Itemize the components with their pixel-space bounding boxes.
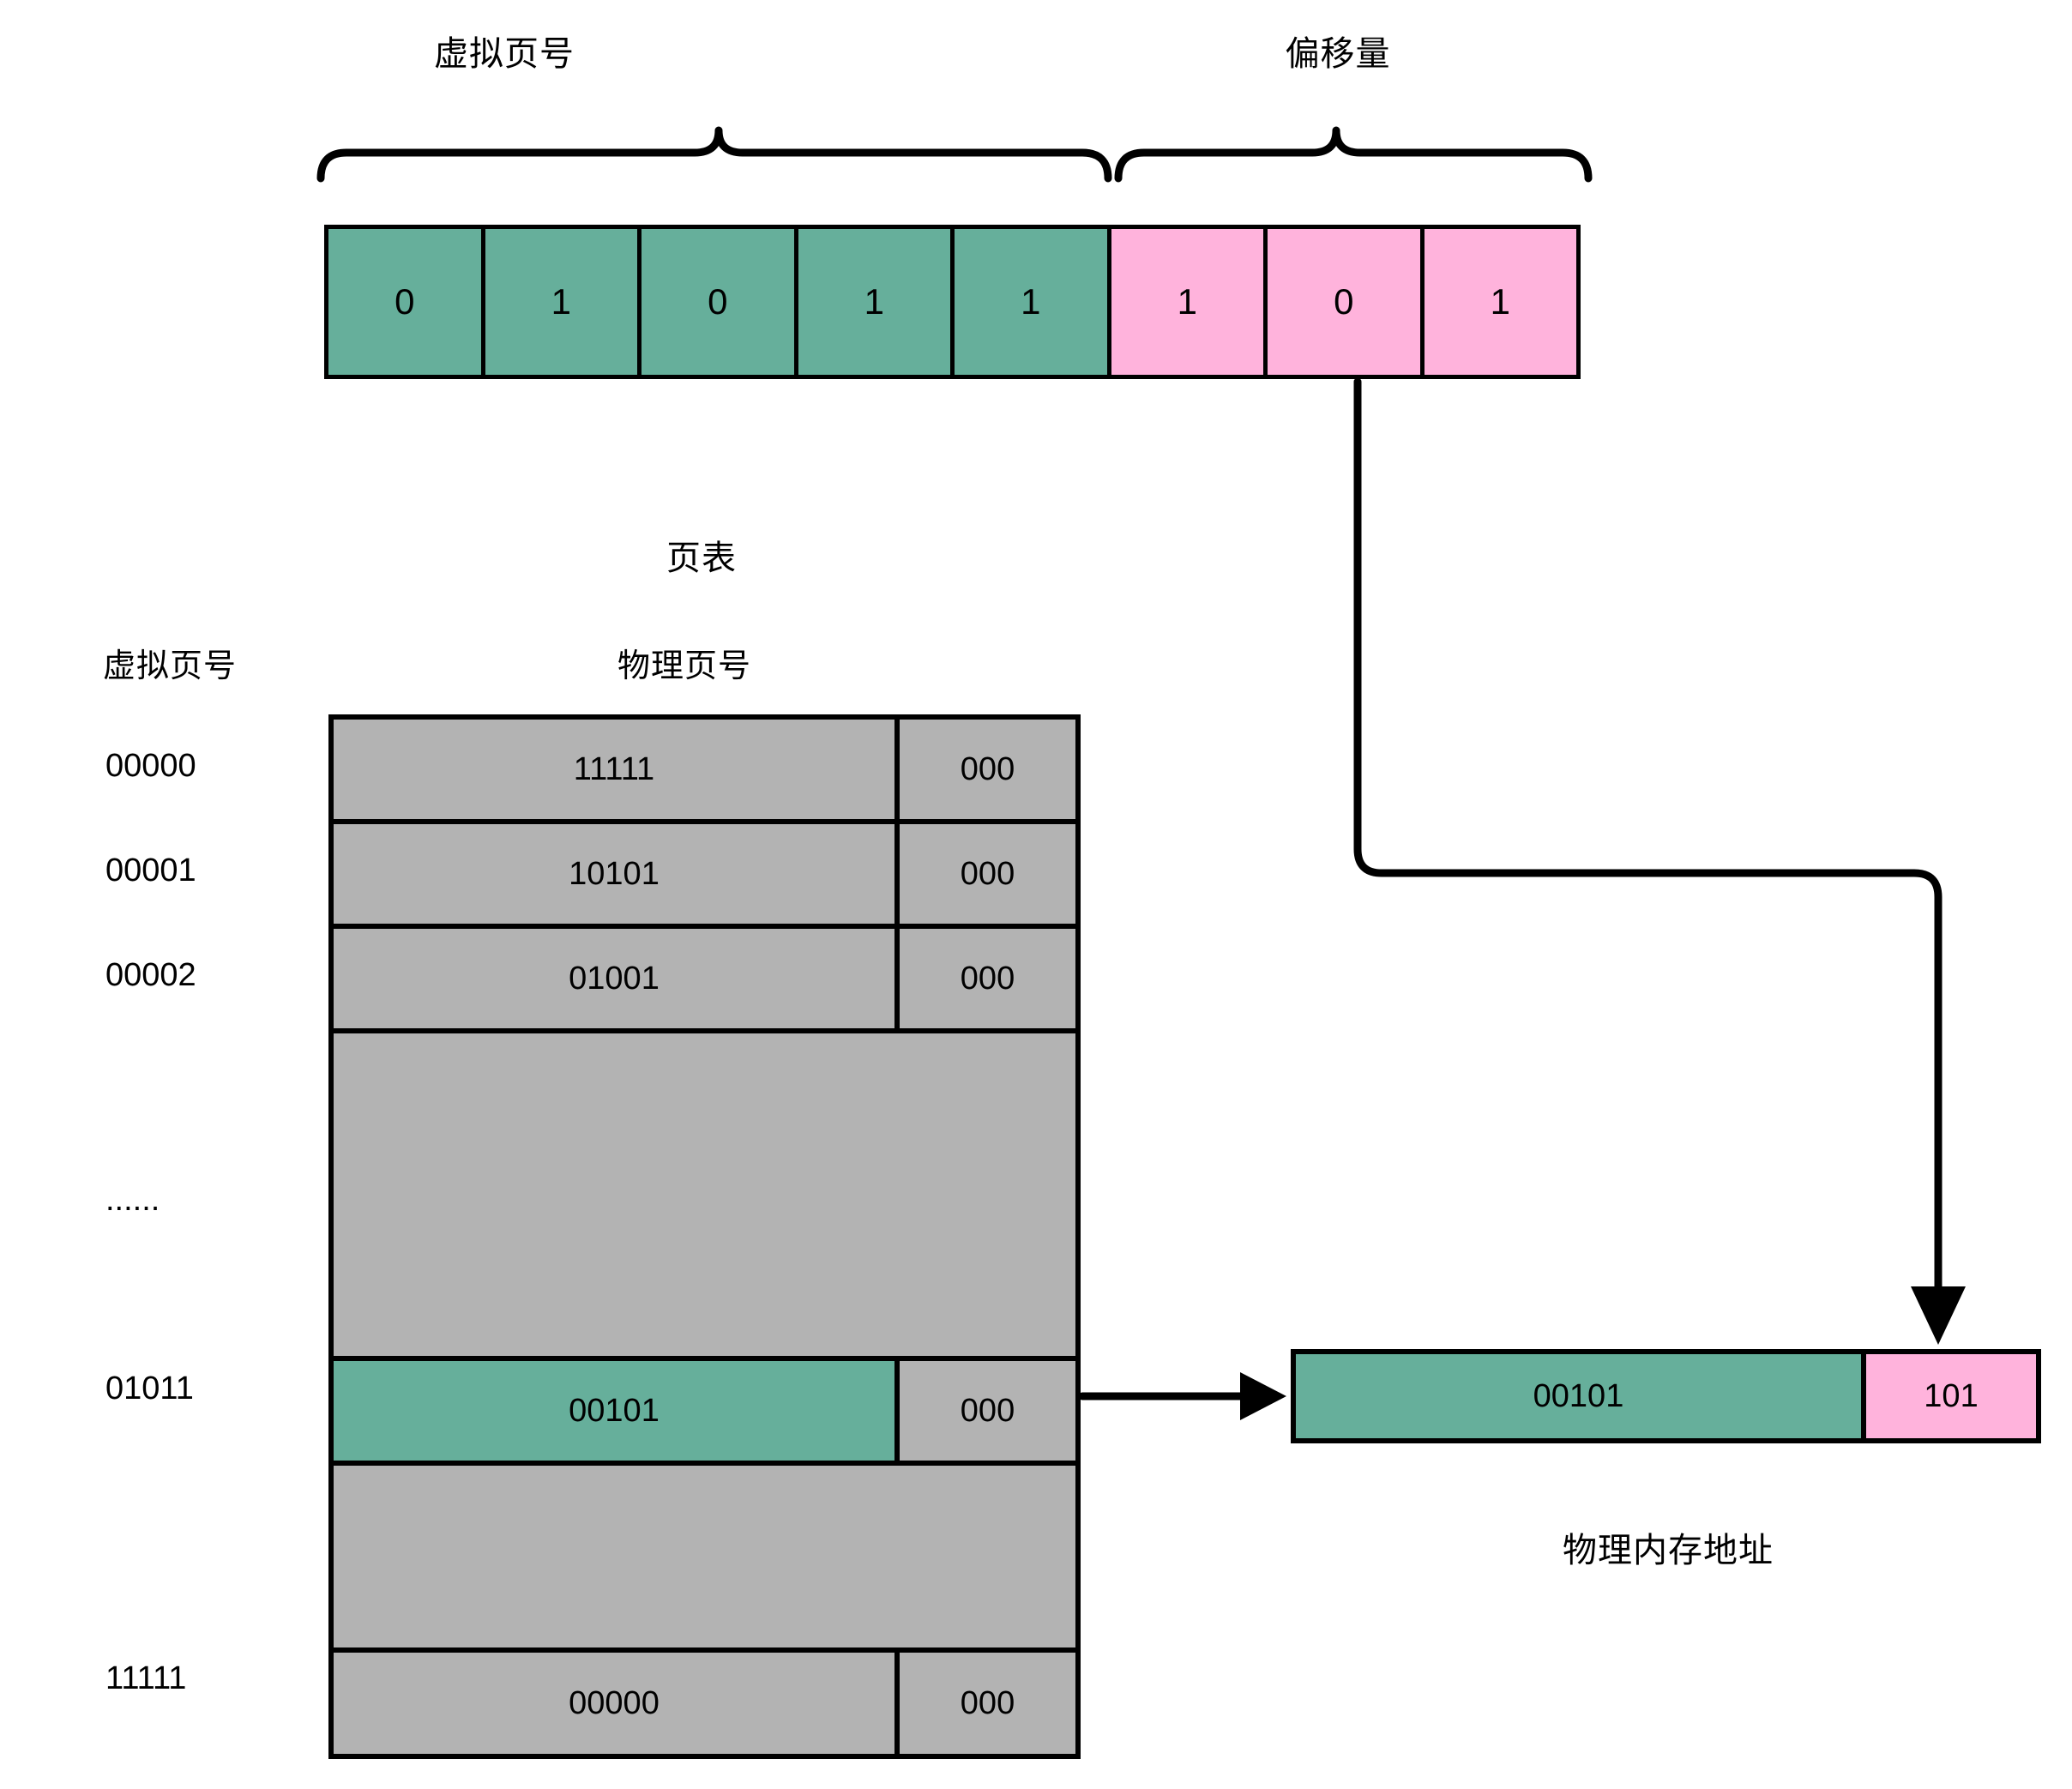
table-row-blank <box>334 1033 1075 1361</box>
vpn-bit-3: 1 <box>798 229 955 375</box>
vpn-index-00000: 00000 <box>105 748 196 784</box>
offset-cell <box>900 1466 1075 1647</box>
table-row-blank <box>334 1466 1075 1653</box>
physical-frame-number: 00101 <box>1296 1354 1866 1438</box>
pagetable-connector-arrowhead <box>1240 1372 1286 1420</box>
table-row[interactable]: 11111 000 <box>334 720 1075 824</box>
vpn-bit-4: 1 <box>955 229 1111 375</box>
offset-bit-1: 0 <box>1268 229 1424 375</box>
table-row[interactable]: 10101 000 <box>334 824 1075 929</box>
offset-cell: 000 <box>960 855 1015 892</box>
offset-brace <box>1114 126 1593 183</box>
vpn-brace <box>316 126 1112 183</box>
physical-memory-address-box: 00101 101 <box>1291 1349 2041 1443</box>
vpn-index-00001: 00001 <box>105 852 196 888</box>
frame-cell: 00000 <box>334 1653 900 1754</box>
virtual-address-bitstrip: 0 1 0 1 1 1 0 1 <box>324 225 1581 379</box>
offset-connector-arrowhead <box>1911 1286 1966 1345</box>
vpn-section-title: 虚拟页号 <box>434 35 575 73</box>
column-header-virtual-page-number: 虚拟页号 <box>102 648 237 684</box>
table-row[interactable]: 01001 000 <box>334 929 1075 1033</box>
offset-cell: 000 <box>960 750 1015 787</box>
physical-offset: 101 <box>1866 1354 2036 1438</box>
page-table-title: 页表 <box>666 539 737 577</box>
vpn-index-11111: 11111 <box>105 1660 187 1696</box>
frame-cell <box>334 1466 900 1647</box>
column-header-physical-page-number: 物理页号 <box>617 648 751 684</box>
frame-cell: 10101 <box>334 824 900 924</box>
frame-cell: 11111 <box>334 720 900 819</box>
vpn-bit-0: 0 <box>328 229 485 375</box>
vpn-bit-1: 1 <box>485 229 641 375</box>
offset-cell: 000 <box>960 1684 1015 1721</box>
offset-connector-line <box>1353 377 1942 1325</box>
offset-section-title: 偏移量 <box>1285 35 1391 73</box>
page-table: 11111 000 10101 000 01001 000 00101 000 … <box>328 714 1081 1759</box>
frame-cell <box>334 1033 900 1356</box>
vpn-bit-2: 0 <box>641 229 798 375</box>
offset-cell <box>900 1033 1075 1356</box>
vpn-index-00002: 00002 <box>105 957 196 993</box>
offset-cell: 000 <box>960 960 1015 997</box>
frame-cell-highlighted: 00101 <box>334 1361 900 1461</box>
table-row-highlighted[interactable]: 00101 000 <box>334 1361 1075 1466</box>
table-row[interactable]: 00000 000 <box>334 1653 1075 1754</box>
physical-address-caption: 物理内存地址 <box>1563 1532 1774 1569</box>
vpn-index-01011: 01011 <box>105 1370 194 1407</box>
offset-bit-2: 1 <box>1424 229 1576 375</box>
vpn-index-ellipsis: ...... <box>105 1182 160 1218</box>
frame-cell: 01001 <box>334 929 900 1028</box>
offset-bit-0: 1 <box>1111 229 1268 375</box>
offset-cell: 000 <box>960 1392 1015 1429</box>
